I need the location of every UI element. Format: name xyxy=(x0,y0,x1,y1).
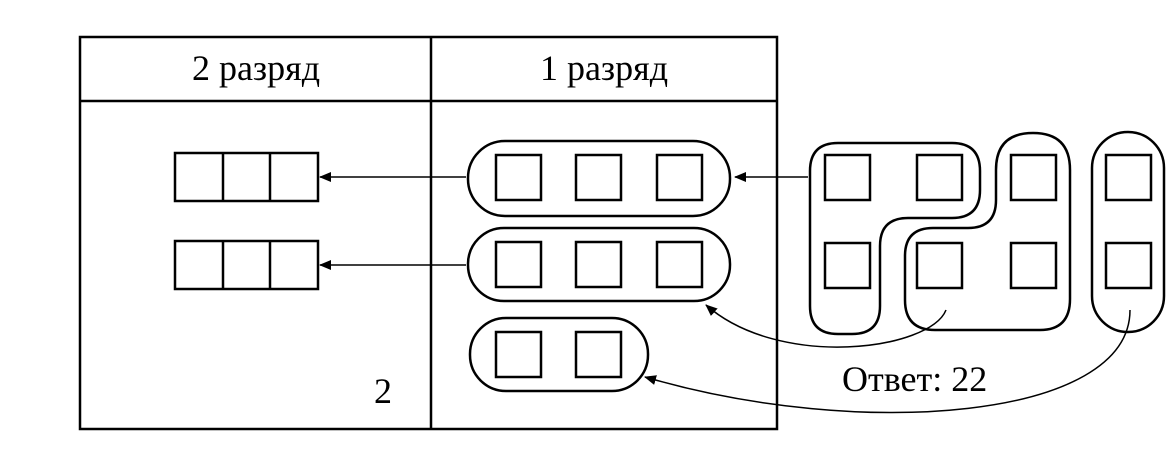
place-value-table: 2 разряд 1 разряд 2 xyxy=(78,35,779,431)
unit-square xyxy=(823,153,872,202)
outside-group-three-b xyxy=(903,131,1072,332)
outside-group-two xyxy=(1090,130,1166,334)
unit-square xyxy=(655,153,704,202)
unit-square xyxy=(1104,241,1153,290)
arrow-to-ones-group-3 xyxy=(644,309,1131,414)
unit-square xyxy=(494,240,543,289)
outside-group-three xyxy=(808,141,982,336)
unit-square xyxy=(915,241,964,290)
group-outline xyxy=(808,141,982,336)
tens-digit: 2 xyxy=(374,371,392,411)
group-outline xyxy=(903,131,1072,332)
group-outline xyxy=(468,316,650,393)
unit-square xyxy=(574,153,623,202)
arrow-to-ones-group-2 xyxy=(705,304,947,348)
tens-strip-1 xyxy=(173,151,320,203)
unit-square xyxy=(1104,153,1153,202)
unit-square xyxy=(655,240,704,289)
unit-square xyxy=(494,330,543,379)
unit-square xyxy=(1009,153,1058,202)
unit-square xyxy=(494,153,543,202)
group-outline xyxy=(466,226,732,303)
group-outline xyxy=(466,139,732,218)
ones-group-3 xyxy=(468,316,650,393)
unit-square xyxy=(823,241,872,290)
regroup-arrows xyxy=(319,172,1131,414)
unit-square xyxy=(915,153,964,202)
group-outline xyxy=(1090,130,1166,334)
table-frame xyxy=(78,35,779,431)
ones-group-2 xyxy=(466,226,732,303)
unit-square xyxy=(574,240,623,289)
unit-square xyxy=(1009,241,1058,290)
answer-label: Ответ: 22 xyxy=(842,359,987,399)
ones-column-header: 1 разряд xyxy=(540,48,668,88)
tens-strip-2 xyxy=(173,239,320,291)
ones-group-1 xyxy=(466,139,732,218)
unit-square xyxy=(574,330,623,379)
tens-column-header: 2 разряд xyxy=(192,48,320,88)
